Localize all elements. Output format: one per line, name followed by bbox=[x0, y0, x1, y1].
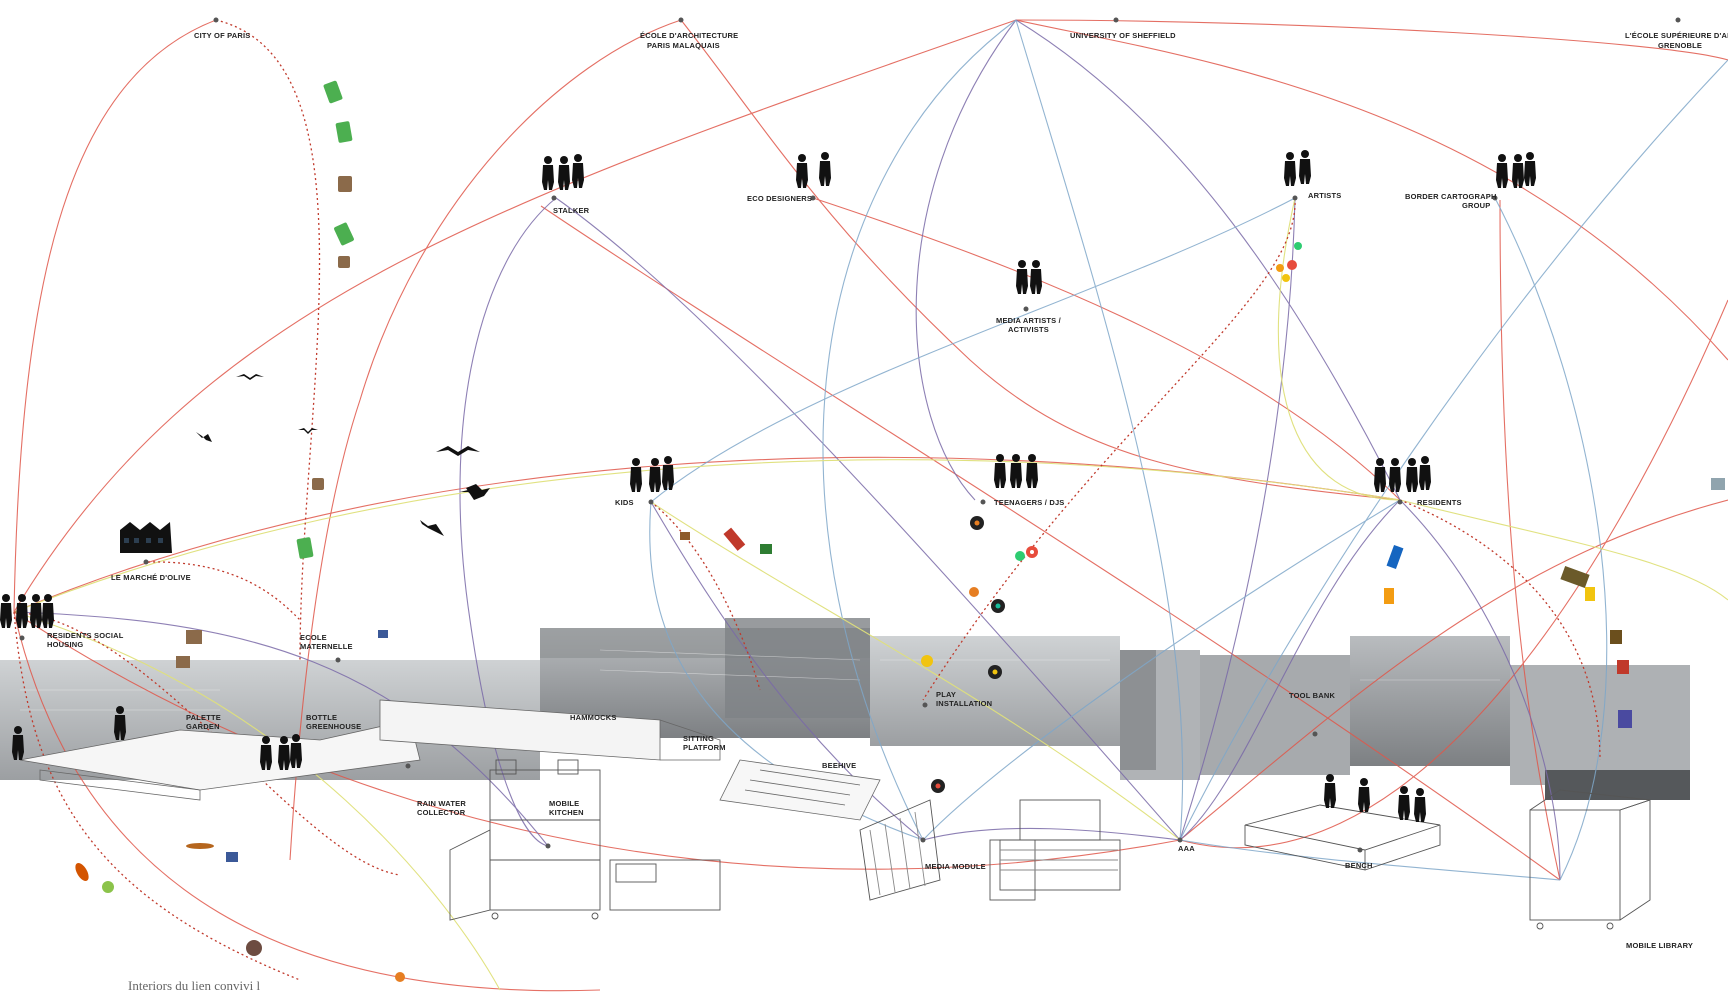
label-ecole-mat-2: MATERNELLE bbox=[300, 642, 353, 651]
label-border-1: BORDER CARTOGRAPH bbox=[1405, 192, 1497, 201]
label-ecole-mat-1: ECOLE bbox=[300, 633, 327, 642]
label-media-module: MEDIA MODULE bbox=[925, 862, 986, 871]
label-play-1: PLAY bbox=[936, 690, 956, 699]
label-sitting-1: SITTING bbox=[683, 734, 714, 743]
label-city-of-paris: CITY OF PARIS bbox=[194, 31, 251, 40]
label-media-2: ACTIVISTS bbox=[1008, 325, 1049, 334]
media-module-drawing bbox=[859, 799, 1121, 901]
label-border-2: GROUP bbox=[1462, 201, 1491, 210]
label-hammocks: HAMMOCKS bbox=[570, 713, 617, 722]
label-mobile-kitchen-2: KITCHEN bbox=[549, 808, 584, 817]
eco-designers-people-icon bbox=[796, 152, 831, 188]
label-eco-designers: ECO DESIGNERS bbox=[747, 194, 812, 203]
label-mobile-kitchen-1: MOBILE bbox=[549, 799, 579, 808]
bird-icons bbox=[196, 374, 490, 536]
label-bottle-1: BOTTLE bbox=[306, 713, 337, 722]
kids-people-icon bbox=[630, 456, 674, 492]
label-rain-1: RAIN WATER bbox=[417, 799, 466, 808]
label-palette-1: PALETTE bbox=[186, 713, 221, 722]
label-ecole-archi-1: ÉCOLE D'ARCHITECTURE bbox=[640, 31, 738, 40]
label-grenoble-1: L'ÉCOLE SUPÉRIEURE D'ART bbox=[1625, 31, 1728, 40]
label-sitting-2: PLATFORM bbox=[683, 743, 726, 752]
node-labels: CITY OF PARIS ÉCOLE D'ARCHITECTURE PARIS… bbox=[47, 31, 1728, 950]
label-beehive: BEEHIVE bbox=[822, 761, 856, 770]
label-rain-2: COLLECTOR bbox=[417, 808, 466, 817]
label-tool-bank: TOOL BANK bbox=[1289, 691, 1335, 700]
label-sheffield: UNIVERSITY OF SHEFFIELD bbox=[1070, 31, 1176, 40]
marche-building-icon bbox=[120, 522, 172, 553]
label-bottle-2: GREENHOUSE bbox=[306, 722, 361, 731]
node-dots bbox=[19, 17, 1681, 853]
mobile-kitchen-drawing bbox=[449, 759, 721, 921]
label-stalker: STALKER bbox=[553, 206, 590, 215]
label-bench: BENCH bbox=[1345, 861, 1373, 870]
object-icons bbox=[75, 80, 1725, 982]
connection-lines bbox=[13, 19, 1728, 992]
label-media-1: MEDIA ARTISTS / bbox=[996, 316, 1062, 325]
residents-people-icon bbox=[1374, 456, 1431, 492]
platform-drawings bbox=[19, 699, 881, 821]
label-rsh-2: HOUSING bbox=[47, 640, 83, 649]
label-teenagers: TEENAGERS / DJS bbox=[994, 498, 1065, 507]
teenagers-people-icon bbox=[994, 454, 1038, 488]
residents-social-housing-people-icon bbox=[0, 594, 54, 628]
bench-people-icon bbox=[1324, 774, 1426, 822]
label-mobile-library: MOBILE LIBRARY bbox=[1626, 941, 1693, 950]
stalker-people-icon bbox=[542, 154, 584, 190]
label-grenoble-2: GRENOBLE bbox=[1658, 41, 1702, 50]
label-kids: KIDS bbox=[615, 498, 634, 507]
artists-people-icon bbox=[1284, 150, 1311, 186]
mobile-library-drawing bbox=[1529, 789, 1651, 930]
label-artists: ARTISTS bbox=[1308, 191, 1341, 200]
label-aaa: AAA bbox=[1178, 844, 1195, 853]
border-group-people-icon bbox=[1496, 152, 1536, 188]
caption-text: Interiors du lien convivi l bbox=[128, 978, 261, 993]
label-ecole-archi-2: PARIS MALAQUAIS bbox=[647, 41, 720, 50]
media-artists-people-icon bbox=[1016, 260, 1042, 294]
label-marche: LE MARCHÉ D'OLIVE bbox=[111, 573, 191, 582]
label-rsh-1: RESIDENTS SOCIAL bbox=[47, 631, 124, 640]
label-play-2: INSTALLATION bbox=[936, 699, 992, 708]
bench-drawing bbox=[1244, 804, 1441, 871]
label-palette-2: GARDEN bbox=[186, 722, 220, 731]
label-residents: RESIDENTS bbox=[1417, 498, 1462, 507]
